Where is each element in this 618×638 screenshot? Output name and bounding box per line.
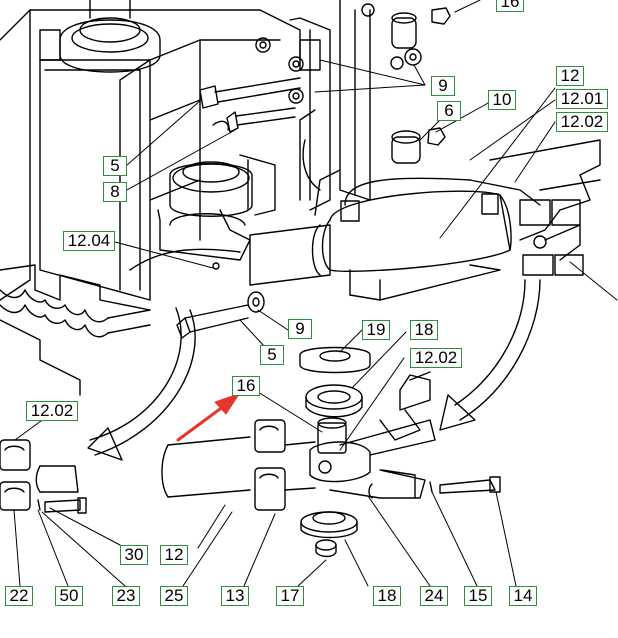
label-12-02-top: 12.02	[556, 112, 608, 132]
curved-arrows	[87, 279, 541, 461]
label-9-upper: 9	[431, 76, 455, 96]
label-23: 23	[112, 586, 140, 606]
label-24: 24	[420, 586, 448, 606]
upper-pump	[169, 154, 276, 217]
label-13: 13	[221, 586, 249, 606]
label-22: 22	[5, 586, 33, 606]
label-15: 15	[464, 586, 492, 606]
label-8: 8	[103, 182, 127, 202]
label-19: 19	[362, 320, 390, 340]
label-12-04: 12.04	[63, 231, 115, 251]
label-12-01: 12.01	[556, 89, 608, 109]
cylinder-upper	[249, 109, 541, 301]
machine-frame	[0, 0, 371, 396]
leader-lines	[13, 0, 618, 587]
label-17: 17	[276, 586, 304, 606]
label-14: 14	[509, 586, 537, 606]
label-5-lower: 5	[260, 345, 284, 365]
label-18-lower: 18	[373, 586, 401, 606]
label-12-top: 12	[556, 66, 584, 86]
label-9-lower: 9	[288, 319, 312, 339]
label-5-upper: 5	[103, 156, 127, 176]
label-12-bottom: 12	[160, 545, 188, 565]
label-6: 6	[437, 101, 461, 121]
label-12-02-mid: 12.02	[410, 348, 462, 368]
lower-assembly	[0, 346, 501, 558]
label-50: 50	[55, 586, 83, 606]
clevis-upper-right	[481, 139, 601, 276]
hardware-upper	[176, 3, 451, 339]
label-18-upper: 18	[410, 320, 438, 340]
red-pointer-arrow	[176, 393, 240, 442]
label-30: 30	[120, 545, 148, 565]
label-16-mid: 16	[232, 376, 260, 396]
label-12-02-left: 12.02	[26, 401, 78, 421]
label-10: 10	[488, 90, 516, 110]
label-16-top: 16	[496, 0, 524, 12]
label-25: 25	[160, 586, 188, 606]
